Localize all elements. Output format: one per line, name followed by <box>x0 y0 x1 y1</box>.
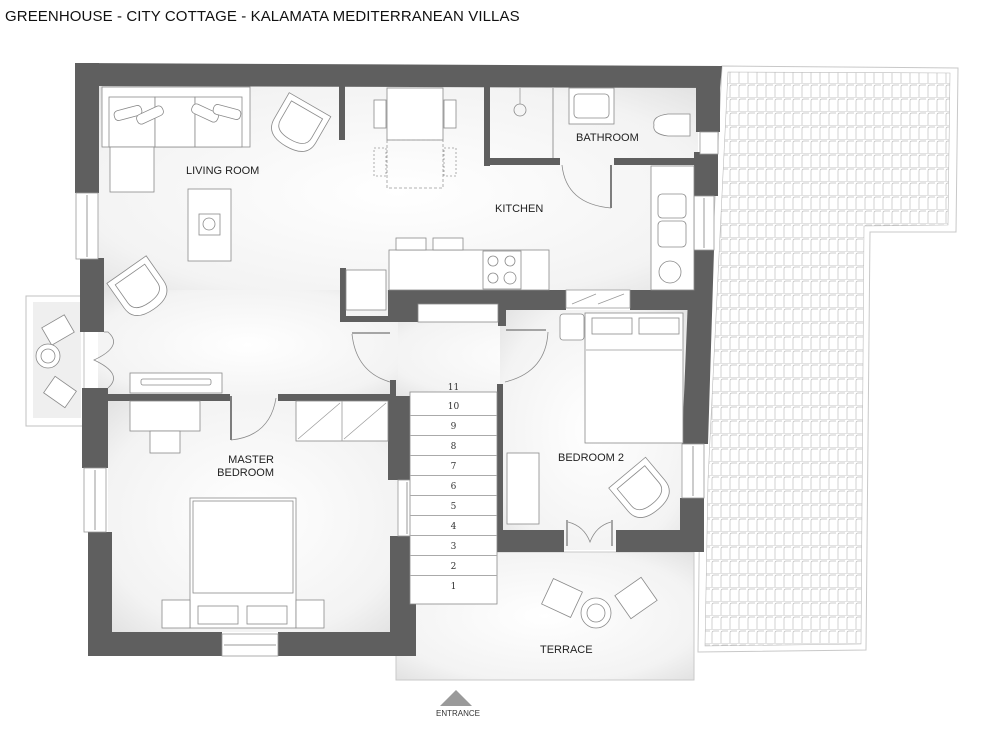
balcony-table <box>35 343 61 369</box>
bedroom2-bed <box>559 312 684 444</box>
stair-step: 5 <box>410 495 497 514</box>
room-label-bathroom: BATHROOM <box>576 132 639 144</box>
toilet <box>653 113 691 137</box>
room-label-terrace: TERRACE <box>540 644 593 656</box>
staircase <box>409 391 498 605</box>
bedroom2-dresser <box>506 452 540 525</box>
kitchen-side-counter <box>650 165 695 291</box>
armchair-top <box>271 92 332 152</box>
room-label-master-line2: BEDROOM <box>217 467 274 479</box>
stair-step: 6 <box>410 475 497 494</box>
coffee-table <box>187 188 232 262</box>
desk <box>129 372 223 454</box>
terrace-chair-left <box>541 578 583 618</box>
stair-step: 8 <box>410 435 497 454</box>
sink <box>568 87 615 125</box>
stair-step: 9 <box>410 415 497 434</box>
terrace-table <box>580 597 612 629</box>
bedroom2-armchair <box>608 456 670 518</box>
stair-step: 3 <box>410 535 497 554</box>
plan-title: GREENHOUSE - CITY COTTAGE - KALAMATA MED… <box>5 8 520 25</box>
stair-step: 1 <box>410 575 497 594</box>
left-balcony <box>25 295 85 427</box>
stair-step: 4 <box>410 515 497 534</box>
armchair-left <box>106 255 168 316</box>
master-bed <box>161 497 325 629</box>
entrance-label: ENTRANCE <box>436 709 481 718</box>
paved-yard <box>697 65 959 653</box>
balcony-chair-bottom <box>43 375 77 409</box>
wardrobe <box>295 400 389 442</box>
room-label-kitchen: KITCHEN <box>495 203 544 215</box>
stair-step: 2 <box>410 555 497 574</box>
stair-step: 7 <box>410 455 497 474</box>
terrace-chair-right <box>614 576 658 620</box>
room-label-master-line1: MASTER <box>228 454 274 466</box>
dining-table <box>373 87 457 189</box>
stair-step: 10 <box>447 402 460 412</box>
stair-step: 11 <box>447 383 460 393</box>
doors <box>93 164 613 546</box>
balcony-chair-top <box>41 314 75 346</box>
room-label-bedroom-2: BEDROOM 2 <box>558 452 625 464</box>
triangle-up-icon <box>440 690 472 706</box>
room-label-living-room: LIVING ROOM <box>186 165 260 177</box>
sofa <box>101 86 251 193</box>
bathroom-fixtures <box>513 87 691 158</box>
room-label-master-bedroom: MASTER BEDROOM <box>208 454 274 480</box>
kitchen-counter <box>345 237 550 323</box>
